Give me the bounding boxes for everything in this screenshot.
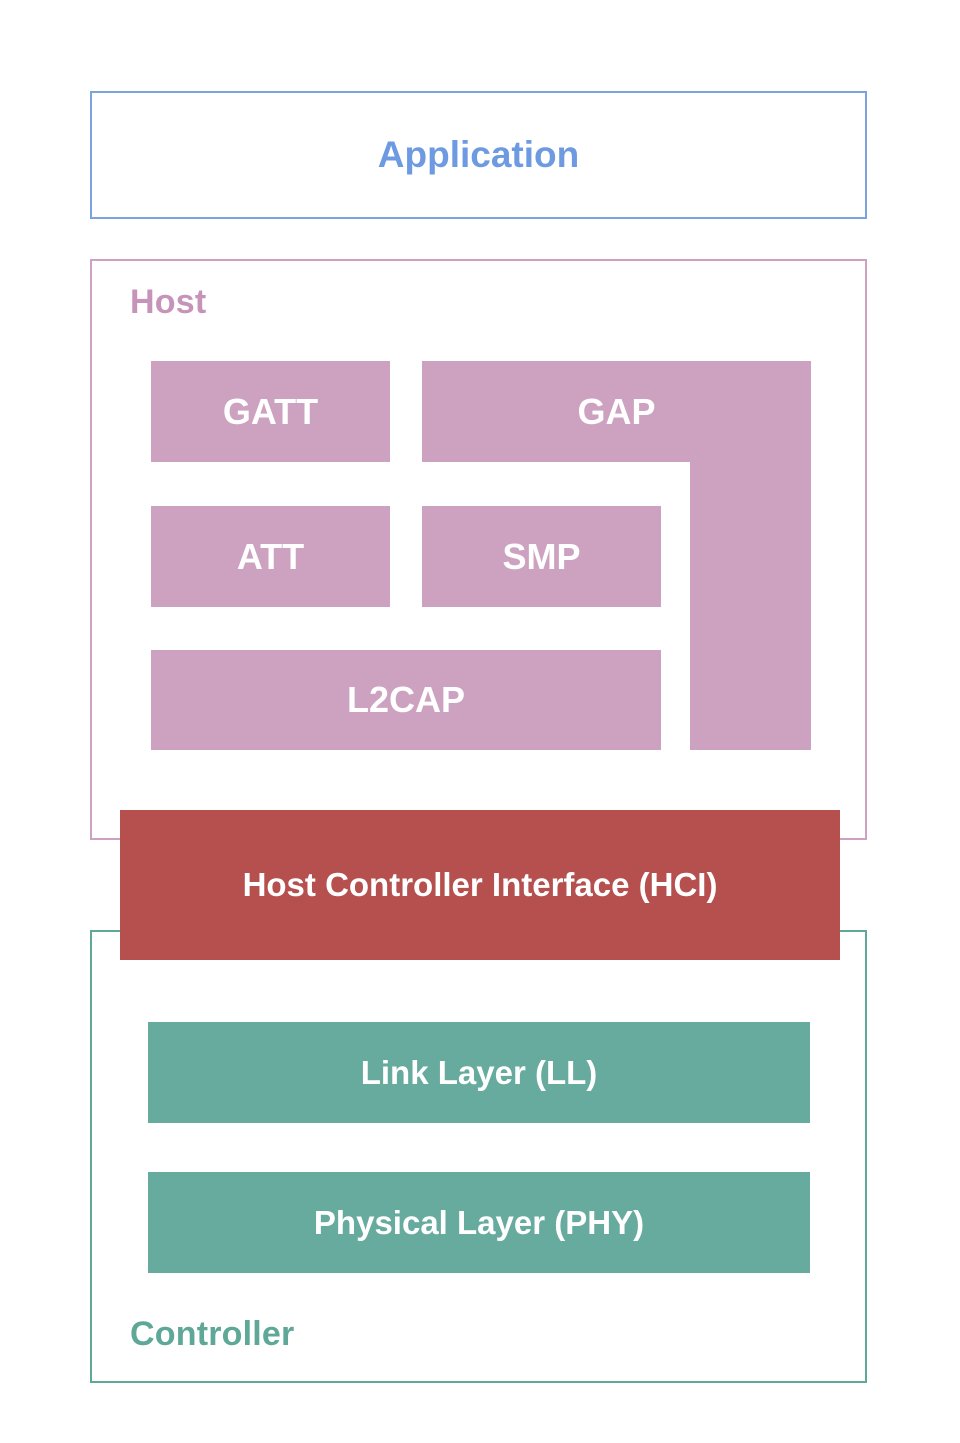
- gap-top-segment: [422, 361, 811, 462]
- application-label: Application: [377, 134, 580, 175]
- host-controller-interface-block: Host Controller Interface (HCI): [120, 810, 840, 960]
- host-block-att: ATT: [151, 506, 390, 607]
- host-block-smp: SMP: [422, 506, 661, 607]
- host-block-gatt: GATT: [151, 361, 390, 462]
- host-block-gap: GAP: [422, 361, 811, 750]
- gap-label: GAP: [577, 390, 656, 432]
- host-block-l2cap: L2CAP: [151, 650, 661, 750]
- controller-block-link-layer: Link Layer (LL): [148, 1022, 810, 1123]
- application-container: [90, 91, 867, 219]
- gap-vertical-segment: [690, 456, 811, 750]
- host-label: Host: [130, 283, 207, 321]
- controller-block-physical-layer: Physical Layer (PHY): [148, 1172, 810, 1273]
- controller-label: Controller: [130, 1315, 295, 1353]
